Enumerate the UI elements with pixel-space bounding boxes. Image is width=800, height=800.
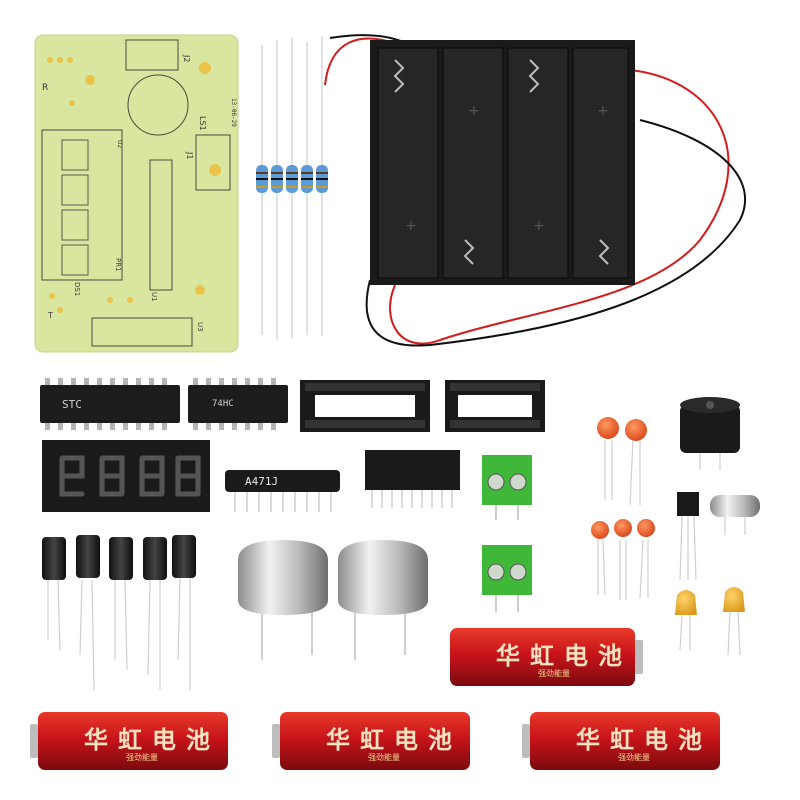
battery-4-brand: 华虹电池 — [576, 726, 712, 754]
battery-holder: + + + + — [370, 40, 635, 285]
pcb-pads — [47, 57, 221, 313]
battery-4 — [522, 712, 720, 770]
black-wire — [365, 119, 746, 347]
electrolytic-capacitors — [42, 535, 196, 691]
seven-segment-display — [42, 440, 210, 512]
pcb-silk-r: R — [42, 83, 48, 93]
crystal — [710, 495, 760, 535]
pcb-silk-ds1: DS1 — [73, 282, 81, 296]
battery-2-sub: 强劲能量 — [126, 753, 158, 762]
red-wire — [389, 69, 730, 345]
resistor-bodies — [256, 165, 328, 193]
tantalum-capacitors — [675, 587, 745, 656]
battery-4-sub: 强劲能量 — [618, 753, 650, 762]
battery-2-label: 华虹电池 强劲能量 — [38, 712, 288, 772]
holder-plus-2: + — [405, 218, 417, 234]
terminal-block-2 — [482, 545, 532, 612]
dip-ic-large: STC — [40, 378, 180, 430]
ic-socket-16 — [445, 380, 545, 432]
terminal-block-1 — [482, 455, 532, 520]
battery-2-brand: 华虹电池 — [84, 726, 220, 754]
pcb-silk-t: T — [47, 311, 53, 320]
mcu-marking: STC — [62, 398, 82, 411]
buzzer-footprint — [127, 74, 189, 136]
driver-marking: 74HC — [212, 399, 234, 409]
pcb-silk-u2: U2 — [116, 140, 123, 148]
ultrasonic-transducers — [238, 540, 428, 660]
holder-plus-3: + — [533, 218, 545, 234]
battery-1-sub: 强劲能量 — [538, 669, 570, 678]
pcb-silk-pr1: PR1 — [114, 258, 122, 272]
transistor — [677, 492, 699, 581]
dip-ic-small: 74HC — [188, 378, 288, 430]
resistor-array-marking: A471J — [245, 475, 278, 488]
pcb-board: R J2 J1 LS1 DS1 PR1 U1 U2 U3 T 13-06-29 — [34, 34, 239, 353]
pcb-silk-j2: J2 — [182, 54, 191, 62]
resistor-array: A471J — [225, 470, 340, 512]
battery-1-label: 华虹电池 强劲能量 — [450, 628, 700, 688]
sip-ic — [365, 450, 460, 508]
battery-4-label: 华虹电池 强劲能量 — [530, 712, 780, 772]
buzzer — [680, 397, 740, 470]
holder-springs — [393, 59, 610, 265]
battery-3-label: 华虹电池 强劲能量 — [280, 712, 530, 772]
battery-1-brand: 华虹电池 — [496, 642, 632, 670]
battery-3-sub: 强劲能量 — [368, 753, 400, 762]
ceramic-capacitors — [591, 417, 655, 600]
pcb-silk-ls1: LS1 — [198, 116, 207, 131]
pcb-silk-date: 13-06-29 — [230, 98, 237, 127]
pcb-seven-seg-outline — [61, 139, 89, 276]
battery-3 — [272, 712, 470, 770]
pcb-silk-u1: U1 — [150, 292, 158, 302]
ic-socket-20 — [300, 380, 430, 432]
battery-2 — [30, 712, 228, 770]
battery-3-brand: 华虹电池 — [326, 726, 462, 754]
resistor-group — [256, 36, 328, 340]
pcb-silk-j1: J1 — [185, 151, 194, 159]
holder-plus-1: + — [468, 103, 480, 119]
holder-plus-4: + — [597, 103, 609, 119]
battery-1 — [450, 628, 643, 686]
pcb-silk-u3: U3 — [196, 322, 204, 332]
